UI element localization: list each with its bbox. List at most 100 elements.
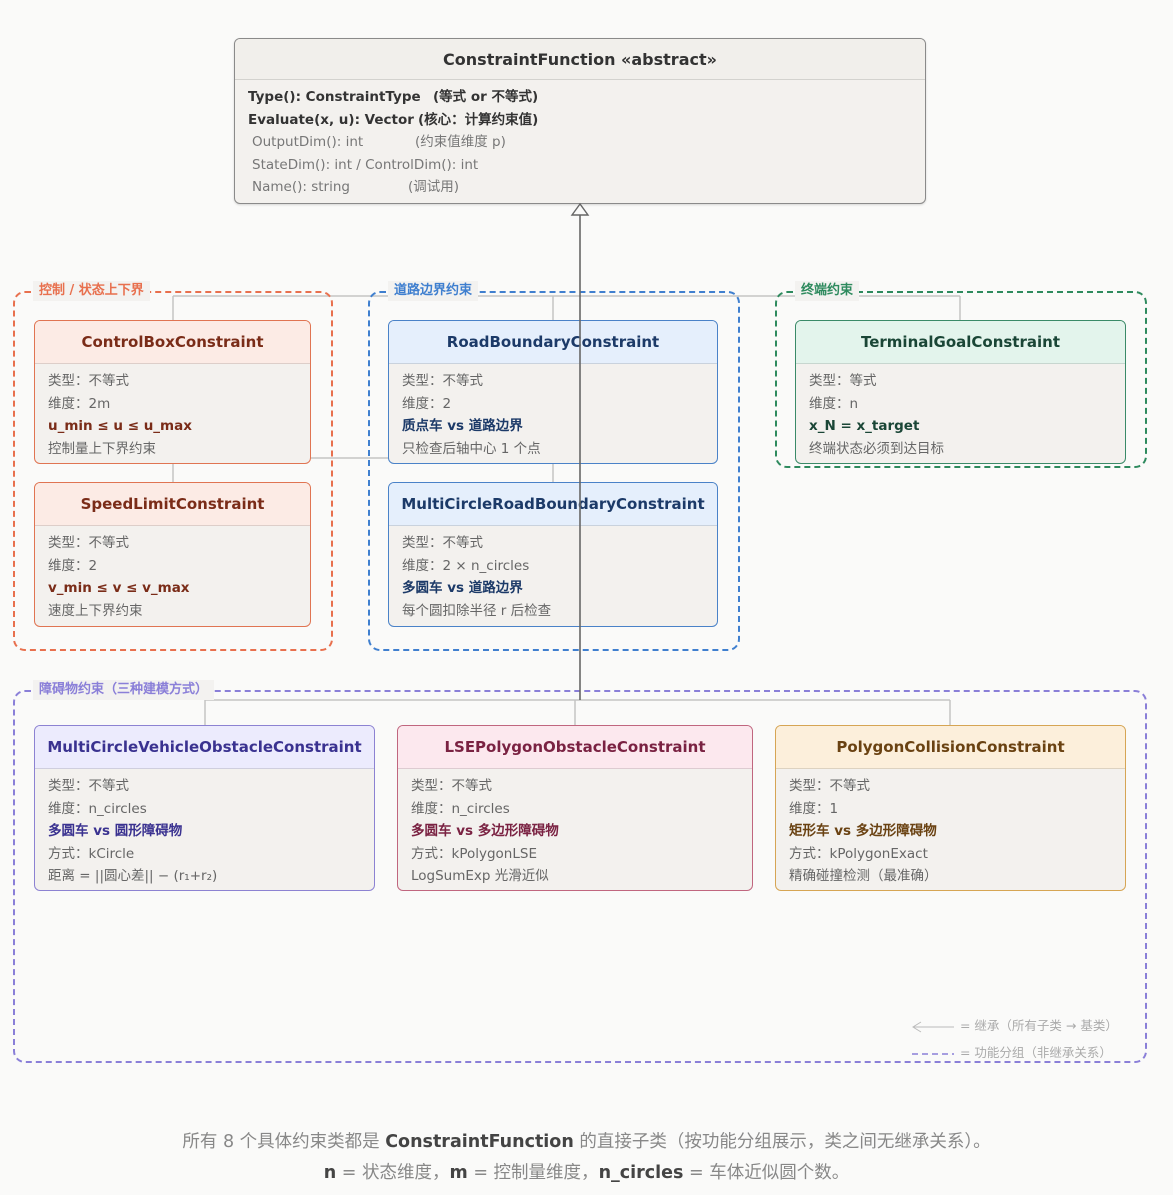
class-title: MultiCircleVehicleObstacleConstraint (35, 726, 374, 769)
member-row: 维度：2 (48, 557, 98, 574)
member-row: 类型：不等式 (789, 778, 870, 794)
member-row: 类型：等式 (809, 373, 877, 389)
member-row: 维度：n (809, 395, 859, 412)
class-members: 类型：不等式维度：2m u_min ≤ u ≤ u_max 控制量上下界约束 (35, 364, 310, 463)
member-row: 类型：不等式 (48, 778, 129, 794)
member-row: LogSumExp 光滑近似 (411, 868, 549, 885)
class-title: SpeedLimitConstraint (35, 483, 310, 526)
member-row: v_min ≤ v ≤ v_max (48, 580, 190, 597)
bus-bottom (204, 699, 951, 725)
caption-bold: n_circles (598, 1163, 684, 1183)
class-box-terminalgoal[interactable]: TerminalGoalConstraint 类型：等式维度：n x_N = x_t… (795, 320, 1126, 464)
caption-text: 所有 8 个具体约束类都是 (182, 1132, 386, 1152)
group-control: 控制 / 状态上下界 (13, 281, 333, 651)
member-row: 每个圆扣除半径 r 后检查 (402, 602, 552, 619)
caption-bold: ConstraintFunction (385, 1132, 574, 1152)
class-box-polygoncollision[interactable]: PolygonCollisionConstraint 类型：不等式维度：1 矩形车 … (775, 725, 1126, 891)
member-row: 类型：不等式 (48, 535, 129, 551)
caption-text: = 车体近似圆个数。 (683, 1163, 850, 1183)
class-title: LSEPolygonObstacleConstraint (398, 726, 752, 769)
member-row: 维度：1 (789, 800, 839, 817)
member-signature: Name(): string (252, 179, 350, 196)
caption-line-1: 所有 8 个具体约束类都是 ConstraintFunction 的直接子类（按… (0, 1128, 1173, 1153)
caption-text: = 状态维度， (336, 1163, 450, 1183)
legend-group: = 功能分组（非继承关系） (912, 1042, 1112, 1061)
member-note: (约束值维度 p) (415, 134, 506, 151)
member-row: 方式：kPolygonLSE (411, 845, 537, 862)
member-note: (核心：计算约束值) (418, 111, 539, 128)
caption-text: = 控制量维度， (467, 1163, 599, 1183)
member-signature: Type(): ConstraintType (248, 89, 421, 105)
member-signature: OutputDim(): int (252, 134, 364, 151)
class-box-speedlimit[interactable]: SpeedLimitConstraint 类型：不等式维度：2 v_min ≤ v … (34, 482, 311, 627)
group-label: 控制 / 状态上下界 (33, 281, 150, 301)
member-row: 距离 = ||圆心差|| − (r₁+r₂) (48, 868, 218, 885)
group-label: 障碍物约束（三种建模方式） (33, 680, 215, 700)
legend-group-text: = 功能分组（非继承关系） (959, 1045, 1112, 1060)
member-row: 多圆车 vs 多边形障碍物 (411, 823, 559, 840)
class-title: MultiCircleRoadBoundaryConstraint (389, 483, 717, 526)
member-row: 多圆车 vs 道路边界 (402, 580, 523, 597)
hollow-arrow-icon (912, 1021, 954, 1032)
class-title: ControlBoxConstraint (35, 321, 310, 364)
caption-bold: n (323, 1163, 337, 1183)
member-row: 类型：不等式 (48, 373, 129, 389)
caption-line-2: n = 状态维度，m = 控制量维度，n_circles = 车体近似圆个数。 (0, 1159, 1173, 1184)
member-row: Name(): string (调试用) (248, 176, 912, 199)
caption-bold: m (449, 1163, 468, 1183)
class-box-controlbox[interactable]: ControlBoxConstraint 类型：不等式维度：2m u_min ≤ u… (34, 320, 311, 464)
member-row: 精确碰撞检测（最准确） (789, 868, 938, 885)
member-row: OutputDim(): int (约束值维度 p) (248, 131, 912, 154)
member-row: 速度上下界约束 (48, 602, 143, 619)
class-members: 类型：不等式维度：1 矩形车 vs 多边形障碍物方式：kPolygonExact 精… (776, 769, 1125, 890)
member-row: u_min ≤ u ≤ u_max (48, 418, 192, 435)
member-row: x_N = x_target (809, 418, 920, 435)
class-members: 类型：不等式维度：2 × n_circles 多圆车 vs 道路边界每个圆扣除半径… (389, 526, 717, 626)
member-row: 控制量上下界约束 (48, 440, 156, 457)
member-row: Type(): ConstraintType (等式 or 不等式) (248, 86, 912, 109)
legend-inherit-text: = 继承（所有子类 → 基类） (959, 1018, 1118, 1033)
member-row: 只检查后轴中心 1 个点 (402, 440, 541, 457)
caption-text: 的直接子类（按功能分组展示，类之间无继承关系）。 (573, 1132, 991, 1152)
member-row: 维度：n_circles (48, 800, 147, 817)
class-members: 类型：等式维度：n x_N = x_target 终端状态必须到达目标 (796, 364, 1125, 463)
class-members: Type(): ConstraintType (等式 or 不等式) Evaluat… (235, 80, 925, 203)
member-row: 方式：kCircle (48, 845, 135, 862)
member-row: 方式：kPolygonExact (789, 845, 928, 862)
member-row: 类型：不等式 (402, 535, 483, 551)
group-terminal: 终端约束 (775, 281, 1147, 468)
member-note: (调试用) (408, 179, 460, 196)
dashed-line-icon (912, 1052, 954, 1055)
member-row: 维度：n_circles (411, 800, 510, 817)
class-title: PolygonCollisionConstraint (776, 726, 1125, 769)
member-signature: StateDim(): int / ControlDim(): int (252, 156, 479, 173)
class-members: 类型：不等式维度：n_circles 多圆车 vs 多边形障碍物方式：kPolyg… (398, 769, 752, 890)
member-signature: Evaluate(x, u): Vector (248, 111, 414, 128)
member-note: (等式 or 不等式) (433, 89, 539, 105)
member-row: 类型：不等式 (402, 373, 483, 389)
member-row: 终端状态必须到达目标 (809, 440, 944, 457)
class-box-roadboundary[interactable]: RoadBoundaryConstraint 类型：不等式维度：2 质点车 vs 道… (388, 320, 718, 464)
group-label: 终端约束 (795, 281, 860, 301)
legend-inherit: = 继承（所有子类 → 基类） (912, 1015, 1118, 1034)
class-members: 类型：不等式维度：n_circles 多圆车 vs 圆形障碍物方式：kCircle… (35, 769, 374, 890)
member-row: 质点车 vs 道路边界 (402, 418, 523, 435)
member-row: 维度：2m (48, 395, 111, 412)
class-title: ConstraintFunction «abstract» (235, 39, 925, 80)
member-row: 类型：不等式 (411, 778, 492, 794)
member-row: StateDim(): int / ControlDim(): int (248, 154, 912, 177)
class-box-constraintfunction[interactable]: ConstraintFunction «abstract»Type(): Con… (234, 38, 926, 204)
class-title: TerminalGoalConstraint (796, 321, 1125, 364)
member-row: 维度：2 × n_circles (402, 557, 530, 574)
bus-top (172, 295, 961, 320)
member-row: 维度：2 (402, 395, 452, 412)
class-members: 类型：不等式维度：2 质点车 vs 道路边界只检查后轴中心 1 个点 (389, 364, 717, 463)
class-title: RoadBoundaryConstraint (389, 321, 717, 364)
member-row: 多圆车 vs 圆形障碍物 (48, 823, 183, 840)
member-row: 矩形车 vs 多边形障碍物 (789, 823, 937, 840)
class-members: 类型：不等式维度：2 v_min ≤ v ≤ v_max 速度上下界约束 (35, 526, 310, 626)
